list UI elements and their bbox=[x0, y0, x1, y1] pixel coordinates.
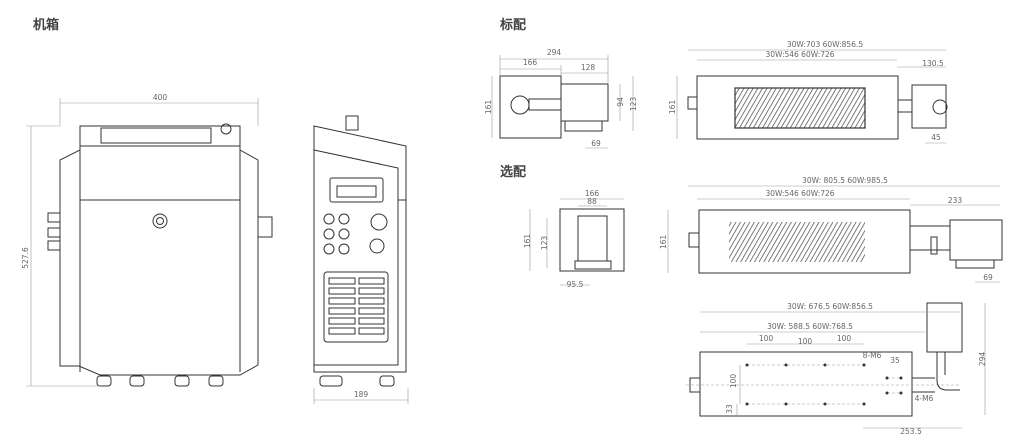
dim-std-side-head: 128 bbox=[581, 63, 596, 72]
dim-std-front-body: 30W:546 60W:726 bbox=[765, 50, 834, 59]
dim-opt-side-offset: 95.5 bbox=[567, 280, 584, 289]
dim-opt-side-height: 161 bbox=[523, 234, 532, 249]
chassis-side-view bbox=[313, 115, 407, 387]
dim-opt-front-head: 233 bbox=[948, 196, 963, 205]
dim-std-front-head: 130.5 bbox=[922, 59, 944, 68]
optional-top-view bbox=[686, 302, 963, 417]
dim-std-side-head-h2: 123 bbox=[629, 97, 638, 112]
dim-opt-side-inner-h: 123 bbox=[540, 236, 549, 251]
dim-opt-front-total: 30W: 805.5 60W:985.5 bbox=[802, 176, 888, 185]
dim-opt-side-inner: 88 bbox=[587, 197, 597, 206]
dim-opt-top-row-pitch: 100 bbox=[729, 374, 738, 389]
chassis-front-view bbox=[47, 123, 273, 387]
dim-std-side-head-h1: 94 bbox=[616, 97, 625, 107]
dim-opt-top-total: 30W: 676.5 60W:856.5 bbox=[787, 302, 873, 311]
heading-optional: 选配 bbox=[500, 164, 526, 180]
dim-std-side-body: 166 bbox=[523, 58, 538, 67]
dim-opt-top-hole-pitch: 35 bbox=[890, 356, 900, 365]
dim-opt-top-head-offset: 253.5 bbox=[900, 427, 922, 436]
optional-front-view bbox=[688, 209, 1003, 274]
dim-opt-top-head-h: 294 bbox=[978, 352, 987, 367]
dim-std-front-total: 30W:703 60W:856.5 bbox=[787, 40, 863, 49]
dim-opt-side-width: 166 bbox=[585, 189, 600, 198]
dim-opt-front-body: 30W:546 60W:726 bbox=[765, 189, 834, 198]
dim-opt-front-lens: 69 bbox=[983, 273, 993, 282]
label-4-m6: 4-M6 bbox=[915, 394, 934, 403]
heading-chassis: 机箱 bbox=[33, 17, 59, 33]
standard-front-view bbox=[687, 75, 948, 140]
optional-side-view bbox=[559, 208, 625, 272]
standard-side-view bbox=[499, 75, 609, 139]
dim-opt-top-pitch1: 100 bbox=[759, 334, 774, 343]
dim-std-front-lens: 45 bbox=[931, 133, 941, 142]
dim-opt-top-pitch2: 100 bbox=[798, 337, 813, 346]
dim-opt-front-height: 161 bbox=[659, 235, 668, 250]
dim-std-side-height: 161 bbox=[484, 100, 493, 115]
label-8-m6: 8-M6 bbox=[863, 351, 882, 360]
dim-std-side-total: 294 bbox=[547, 48, 562, 57]
dim-opt-top-edge: 33 bbox=[725, 404, 734, 414]
dim-chassis-height: 527.6 bbox=[21, 247, 30, 269]
dim-std-front-height: 161 bbox=[668, 100, 677, 115]
dim-std-side-lens: 69 bbox=[591, 139, 601, 148]
dim-chassis-depth: 189 bbox=[354, 390, 369, 399]
dim-opt-top-pitch3: 100 bbox=[837, 334, 852, 343]
dim-opt-top-body: 30W: 588.5 60W:768.5 bbox=[767, 322, 853, 331]
dim-chassis-width: 400 bbox=[153, 93, 168, 102]
heading-standard: 标配 bbox=[499, 17, 526, 33]
